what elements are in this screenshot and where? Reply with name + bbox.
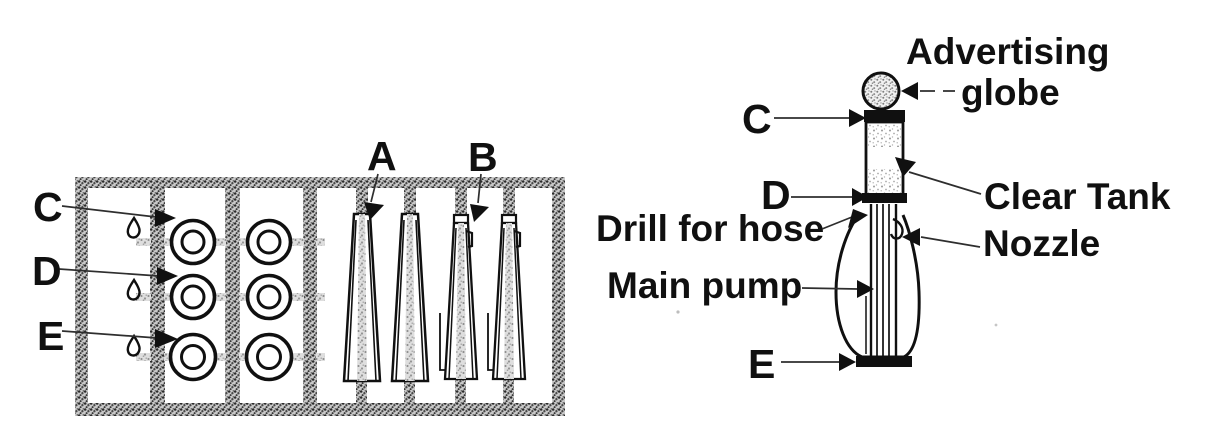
arrowhead-d	[157, 267, 178, 285]
leader-line-e	[61, 330, 158, 339]
cone-part-a	[342, 212, 382, 383]
label-nozzle: Nozzle	[983, 223, 1100, 264]
arrowhead-main-pump	[857, 280, 874, 298]
arrowhead-e	[155, 329, 178, 348]
nozzle-hook	[465, 229, 474, 249]
leader-line-c	[61, 205, 157, 218]
cone-part-b	[487, 213, 527, 381]
label-advertising-line2: globe	[961, 72, 1060, 113]
connector-row-c	[136, 238, 325, 246]
part-label-e: E	[37, 313, 65, 359]
leader-line-b	[477, 173, 482, 204]
pump-ribs	[865, 204, 898, 356]
label-e: E	[748, 341, 776, 387]
sprue-stub	[356, 379, 367, 404]
tank-top-cap-c	[864, 110, 905, 122]
label-c: C	[742, 96, 772, 142]
tank-stipple-bottom	[868, 169, 901, 193]
sprue-stub	[455, 186, 467, 217]
scan-speck	[994, 323, 998, 327]
arrowhead-d	[852, 188, 868, 206]
part-label-c: C	[33, 184, 63, 230]
sprue-rail-v3	[303, 177, 317, 416]
ring-part	[169, 273, 217, 321]
tank-bottom-cap-d	[862, 193, 907, 203]
leader-line-a	[370, 173, 379, 203]
part-label-d: D	[32, 248, 62, 294]
arrowhead-drill	[848, 209, 868, 228]
droplet-part	[126, 333, 141, 357]
hose-bracket	[439, 313, 446, 371]
ring-part	[168, 332, 218, 382]
arrowhead-c	[849, 109, 866, 127]
assembled-pump-panel: Advertising globe C Clear Tank D Drill f…	[596, 31, 1171, 387]
sprue-stub	[455, 377, 466, 404]
part-label-a: A	[367, 133, 397, 179]
leader-line-drill	[821, 216, 853, 230]
cone-parts-b	[439, 213, 527, 381]
sprue-callouts: C D E A B	[32, 133, 498, 359]
arrowhead-b	[470, 204, 489, 222]
leader-line-main-pump	[801, 287, 859, 290]
droplet-part	[126, 215, 141, 239]
leader-line-nozzle	[920, 236, 981, 248]
droplet-part	[126, 277, 141, 301]
pump-base-e	[856, 356, 912, 367]
cone-part-b	[439, 213, 479, 381]
part-label-b: B	[468, 134, 498, 180]
sprue-stub	[503, 186, 515, 217]
sprue-frame	[75, 177, 565, 416]
arrowhead-nozzle	[902, 228, 920, 246]
label-drill-for-hose: Drill for hose	[596, 208, 824, 249]
arrowhead-a	[364, 202, 384, 220]
label-advertising-line1: Advertising	[906, 31, 1110, 72]
ring-part	[244, 332, 294, 382]
droplet-parts	[126, 215, 141, 357]
ring-part	[169, 218, 217, 266]
sprue-rail-v1	[150, 177, 165, 416]
hose-bracket	[487, 313, 494, 371]
nozzle-hook	[889, 217, 904, 240]
ring-parts	[168, 218, 294, 382]
arrowhead-clear-tank	[895, 157, 916, 177]
sprue-rail-v2	[225, 177, 240, 416]
sprue-stub	[404, 186, 416, 216]
nozzle-hook	[513, 229, 522, 249]
connector-row-d	[136, 293, 325, 301]
tank-stipple-top	[868, 124, 901, 147]
pump-callouts: Advertising globe C Clear Tank D Drill f…	[596, 31, 1171, 387]
sprue-rail-left	[75, 177, 88, 416]
arrowhead-c	[155, 209, 176, 227]
ring-part	[245, 218, 293, 266]
arrowhead-e	[839, 353, 856, 371]
label-main-pump: Main pump	[607, 265, 802, 306]
sprue-stub	[503, 377, 514, 404]
leader-line-clear-tank	[908, 171, 982, 195]
tank-assembly	[862, 110, 907, 203]
sprue-rail-bottom	[75, 403, 565, 416]
label-d: D	[761, 172, 791, 218]
arrowhead-globe	[901, 82, 918, 100]
sprue-rail-top	[75, 177, 565, 188]
advertising-globe	[861, 71, 901, 111]
cone-parts-a	[342, 212, 430, 383]
label-clear-tank: Clear Tank	[984, 176, 1171, 217]
cone-part-a	[390, 212, 430, 383]
sprue-stub	[356, 186, 368, 216]
ring-part	[245, 273, 293, 321]
leader-line-d	[58, 268, 160, 277]
sprue-panel: C D E A B	[32, 133, 565, 416]
sprue-stub	[404, 379, 415, 404]
sprue-rail-right	[552, 177, 565, 416]
scan-speck	[676, 310, 680, 314]
